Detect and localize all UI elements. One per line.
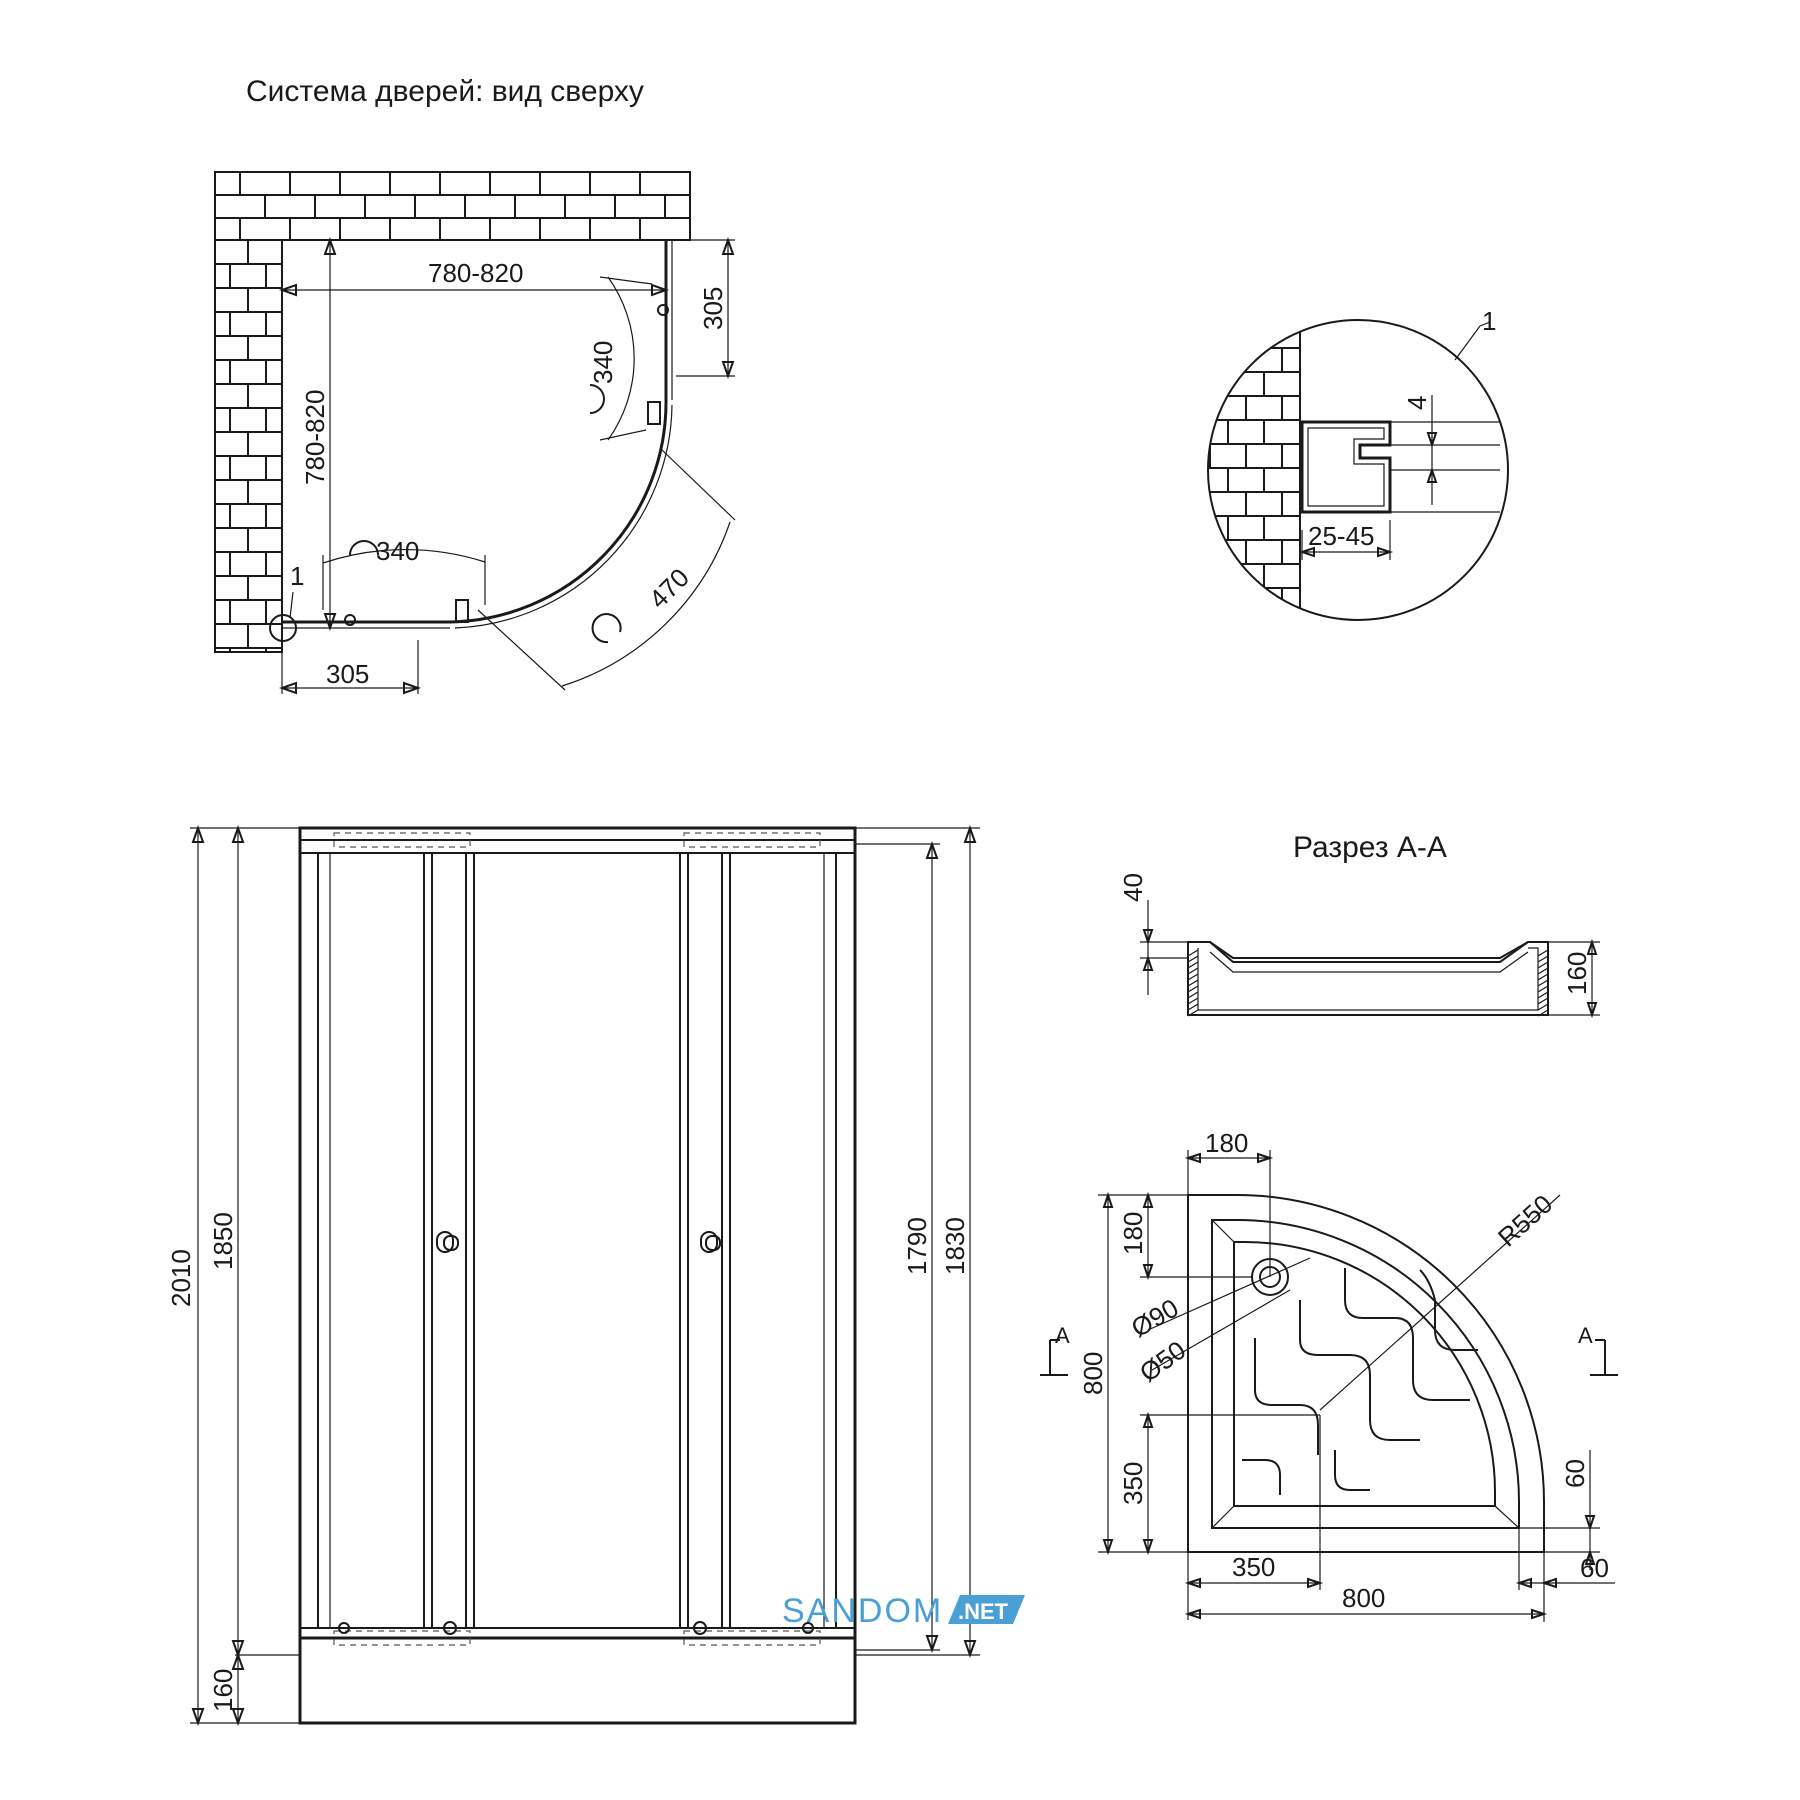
tray-flat-y-dim: 350 [1118, 1462, 1148, 1505]
tray-plan: R550 Ø90 Ø50 180 180 800 350 35 [1040, 1128, 1618, 1622]
top-callout-1: 1 [290, 561, 304, 591]
front-inner-height-2: 1830 [940, 1217, 970, 1275]
top-view-plan: 1 780-820 780-820 305 305 340 340 [214, 171, 736, 695]
section-mark-right: A [1578, 1323, 1593, 1348]
tray-bottom-dim: 800 [1342, 1583, 1385, 1613]
watermark-suffix: .NET [958, 1599, 1009, 1624]
front-tray-height: 160 [208, 1669, 238, 1712]
front-total-height: 2010 [166, 1249, 196, 1307]
section-rim-dim: 40 [1118, 873, 1148, 902]
top-arc-dim: 470 [643, 562, 695, 614]
top-depth-dim: 780-820 [300, 390, 330, 485]
detail-callout-1: 1 [1482, 306, 1496, 336]
tray-drain-x-dim: 180 [1205, 1128, 1248, 1158]
top-door-right-dim: 340 [588, 341, 618, 384]
front-door-height: 1850 [208, 1212, 238, 1270]
section-height-dim: 160 [1562, 952, 1592, 995]
section-a-a: 40 160 [1118, 873, 1600, 1019]
top-view-title: Система дверей: вид сверху [246, 75, 644, 108]
front-inner-height-1: 1790 [902, 1217, 932, 1275]
section-title: Разрез A-A [1293, 831, 1447, 864]
top-door-bottom-dim: 340 [376, 536, 419, 566]
tray-drain-y-dim: 180 [1118, 1212, 1148, 1255]
front-view: 2010 1850 160 1790 1830 [166, 825, 980, 1726]
tray-drain-outer-dim: Ø90 [1126, 1293, 1184, 1344]
tray-edge-right-dim: 60 [1560, 1459, 1590, 1488]
tray-edge-bottom-dim: 60 [1580, 1553, 1609, 1583]
tray-drain-inner-dim: Ø50 [1134, 1335, 1191, 1388]
detail-profile-dim: 25-45 [1308, 521, 1375, 551]
watermark-brand: SANDOM [782, 1592, 943, 1630]
top-fixed-right-dim: 305 [698, 287, 728, 330]
top-width-dim: 780-820 [428, 258, 523, 288]
detail-gap-dim: 4 [1402, 396, 1432, 410]
detail-1: 4 25-45 1 [1207, 306, 1509, 621]
tray-side-dim: 800 [1078, 1352, 1108, 1395]
sandom-watermark: SANDOM .NET [782, 1592, 1025, 1630]
tray-radius-dim: R550 [1492, 1189, 1558, 1253]
section-mark-left: A [1055, 1323, 1070, 1348]
top-fixed-bottom-dim: 305 [326, 659, 369, 689]
brick-wall [214, 171, 691, 653]
tray-flat-x-dim: 350 [1232, 1552, 1275, 1582]
